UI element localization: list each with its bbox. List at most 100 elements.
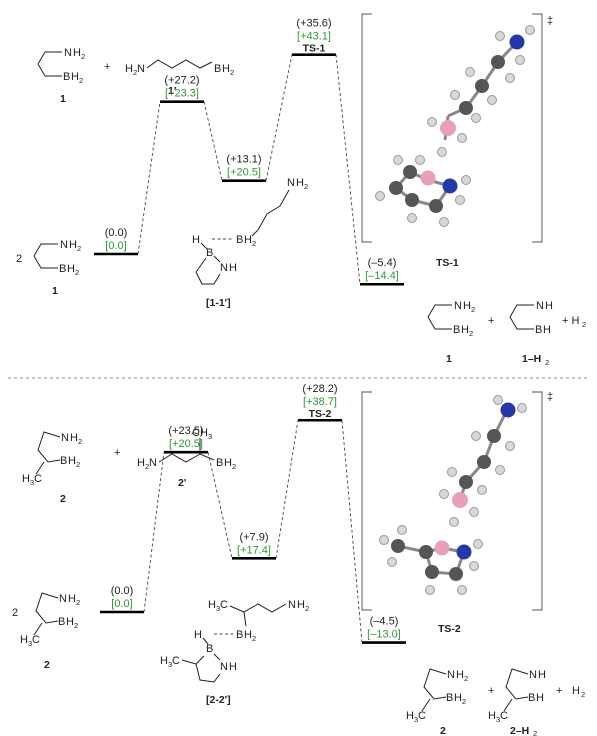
atom-c: C — [500, 710, 508, 722]
energy-value: (+7.9) — [239, 531, 268, 543]
atom-b: B — [453, 324, 460, 336]
atom-b: B — [528, 692, 535, 704]
ts-2-bracket: ‡ — [361, 391, 553, 611]
compound-1-prime-structure: H 2 N B H 2 — [125, 59, 234, 77]
atom-h: H — [194, 629, 202, 641]
subscript: 2 — [469, 329, 473, 338]
subscript: 2 — [252, 634, 256, 643]
atom-b: B — [236, 234, 243, 246]
hydrogen-product: H — [572, 685, 580, 697]
subscript: 2 — [252, 239, 256, 248]
energy-value-alt: [–14.4] — [365, 270, 399, 282]
atom-b: B — [59, 263, 66, 275]
product-2-h2-structure: N H B H H 3 C — [488, 668, 546, 724]
atom-h: H — [406, 710, 414, 722]
subscript: 2 — [76, 460, 80, 469]
atom-b: B — [58, 616, 65, 628]
energy-value-alt: [0.0] — [111, 598, 132, 610]
subscript: 2 — [78, 437, 82, 446]
atom-h: H — [68, 593, 76, 605]
ts-2-caption: TS-2 — [438, 623, 461, 635]
complex-2-2-prime-structure: N H 2 H 3 C B H 2 H B N H H 3 C — [160, 599, 309, 683]
atom-n: N — [137, 63, 145, 75]
atom-b: B — [216, 457, 223, 469]
subscript: 2 — [305, 604, 309, 613]
atom-h: H — [538, 669, 546, 681]
ts-1-caption: TS-1 — [436, 257, 459, 269]
subscript: 2 — [545, 358, 549, 367]
compound-1-label: 1 — [52, 285, 58, 297]
subscript: 2 — [582, 320, 586, 329]
atom-b: B — [63, 71, 70, 83]
subscript: 3 — [414, 715, 418, 724]
compound-2-structure: N H 2 B H 2 H 3 C — [20, 592, 80, 648]
compound-1-prime-label: 1' — [168, 85, 176, 97]
subscript: 3 — [30, 478, 34, 487]
subscript: 2 — [462, 697, 466, 706]
hydrogen-product: + H — [562, 315, 579, 327]
atom-h: H — [125, 63, 133, 75]
atom-b: B — [206, 247, 213, 259]
complex-1-1-prime-label: [1-1'] — [206, 297, 231, 309]
stoichiometric-coefficient: 2 — [16, 253, 22, 265]
subscript: 2 — [464, 674, 468, 683]
subscript: 3 — [496, 715, 500, 724]
atom-h: H — [137, 457, 145, 469]
atom-c: C — [418, 710, 426, 722]
energy-value-alt: [0.0] — [105, 240, 126, 252]
atom-n: N — [529, 669, 537, 681]
atom-n: N — [149, 457, 157, 469]
subscript: 2 — [79, 76, 83, 85]
atom-n: N — [61, 432, 69, 444]
energy-value-alt: [+20.5] — [169, 438, 203, 450]
ts-2-molecular-model — [379, 395, 527, 595]
energy-value: (0.0) — [111, 585, 134, 597]
subscript: 2 — [232, 462, 236, 471]
product-1-h2-structure: N H B H — [509, 300, 553, 336]
atom-h: H — [73, 47, 81, 59]
energy-value: (0.0) — [105, 227, 128, 239]
compound-1-structure: N H 2 B H 2 — [33, 239, 81, 277]
compound-2-structure: N H 2 B H 2 H 3 C — [22, 431, 82, 487]
atom-h: H — [200, 427, 208, 439]
connector — [265, 54, 293, 181]
product-2-label: 2 — [440, 725, 446, 736]
subscript: 3 — [28, 639, 32, 648]
atom-h: H — [69, 239, 77, 251]
energy-value-alt: [+43.1] — [297, 31, 331, 43]
atom-c: C — [34, 473, 42, 485]
atom-h: H — [229, 262, 237, 274]
complex-2-2-prime-label: [2-2'] — [206, 694, 231, 706]
connector — [335, 54, 361, 285]
atom-n: N — [287, 177, 295, 189]
energy-value-alt: [+20.5] — [227, 167, 261, 179]
compound-1-structure: N H 2 B H 2 — [37, 47, 85, 85]
atom-n: N — [220, 661, 228, 673]
atom-n: N — [59, 593, 67, 605]
atom-n: N — [64, 47, 72, 59]
atom-h: H — [536, 692, 544, 704]
complex-1-1-prime-structure: N H 2 B H 2 H B N H — [192, 177, 308, 285]
stoichiometric-coefficient: 2 — [12, 607, 18, 619]
product-1-label: 1 — [446, 353, 452, 365]
energy-value: (+35.6) — [296, 18, 331, 30]
connector — [203, 101, 223, 181]
atom-h: H — [297, 599, 305, 611]
bottom-energy-profile: (0.0) [0.0] (+23.5) [+20.5] (+7.9) [+17.… — [100, 383, 406, 644]
atom-c: C — [32, 634, 40, 646]
subscript: 2 — [533, 729, 537, 736]
atom-c: C — [172, 655, 180, 667]
atom-n: N — [60, 239, 68, 251]
atom-b: B — [206, 643, 213, 655]
atom-c: C — [220, 599, 228, 611]
product-2-structure: N H 2 B H 2 H 3 C — [406, 668, 468, 724]
atom-h: H — [244, 234, 252, 246]
atom-h: H — [543, 324, 551, 336]
atom-b: B — [446, 692, 453, 704]
product-1-h2-label: 1–H — [522, 353, 541, 365]
connector — [341, 420, 363, 643]
energy-value-alt: [+38.7] — [303, 396, 337, 408]
ts-1-bracket: ‡ — [361, 13, 553, 243]
atom-h: H — [224, 457, 232, 469]
